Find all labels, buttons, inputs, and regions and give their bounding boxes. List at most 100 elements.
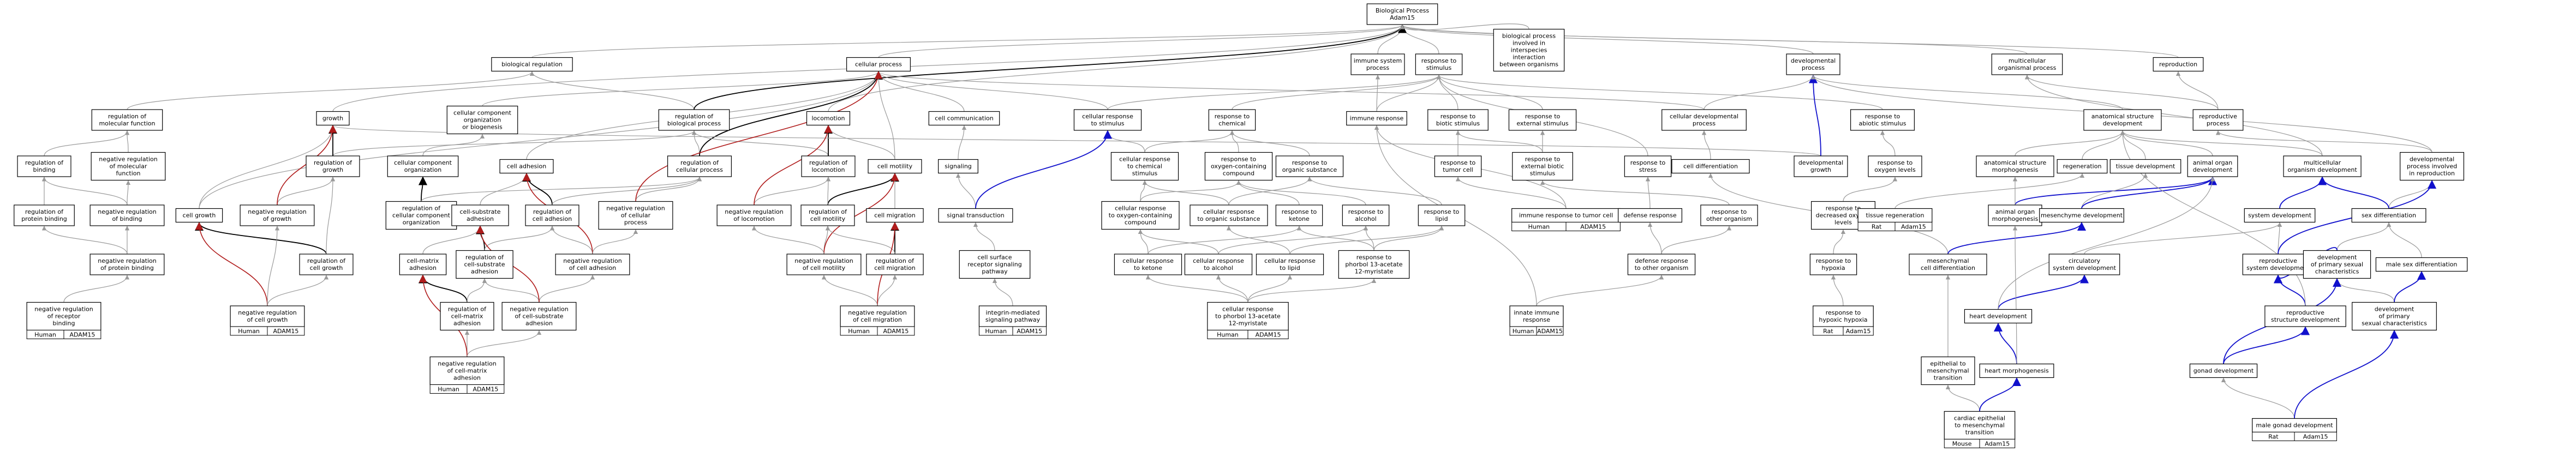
go-term-sigtrans[interactable]: signal transduction <box>938 208 1013 223</box>
go-term-sysdev[interactable]: system development <box>2244 208 2316 223</box>
go-term-locomotion[interactable]: locomotion <box>806 111 851 126</box>
go-term-defresp[interactable]: defense response <box>1618 208 1683 223</box>
go-term-celldiff[interactable]: cell differentiation <box>1671 159 1750 174</box>
go-term-tissuedev[interactable]: tissue development <box>2109 159 2181 174</box>
go-term-malesexdiff[interactable]: male sex differentiation <box>2375 257 2468 272</box>
go-term-cellcomm[interactable]: cell communication <box>928 111 1000 126</box>
go-term-sexdiff[interactable]: sex differentiation <box>2351 208 2426 223</box>
go-term-repro[interactable]: reproduction <box>2153 57 2204 72</box>
go-term-heartmorph[interactable]: heart morphogenesis <box>1979 363 2054 378</box>
go-term-gonaddev[interactable]: gonad development <box>2189 363 2258 378</box>
go-term-cellgrowth[interactable]: cell growth <box>175 208 223 223</box>
go-term-mesenchymedev[interactable]: mesenchyme development <box>2039 208 2124 223</box>
go-term-regeneration[interactable]: regeneration <box>2057 159 2108 174</box>
go-term-bioreg[interactable]: biological regulation <box>491 57 573 72</box>
go-term-signaling[interactable]: signaling <box>938 159 978 174</box>
go-term-immresp[interactable]: immune response <box>1346 111 1407 126</box>
go-term-growth[interactable]: growth <box>316 111 350 126</box>
go-term-cellmot[interactable]: cell motility <box>868 159 922 174</box>
go-term-cellproc[interactable]: cellular process <box>846 57 911 72</box>
go-term-celladh[interactable]: cell adhesion <box>499 159 554 174</box>
